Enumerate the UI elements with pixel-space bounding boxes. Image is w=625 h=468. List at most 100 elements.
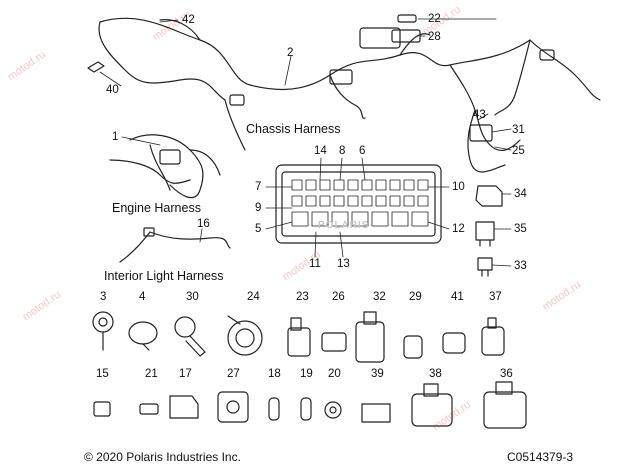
fuse-box [275,164,442,244]
fuse-grid [291,179,429,227]
item-40-part [87,61,105,73]
engine-harness-wire [189,149,221,176]
connector-block [143,227,155,237]
item-17-part [169,395,199,419]
callout-5: 5 [255,223,262,235]
item-21-part [139,403,159,415]
connector-block [159,149,181,165]
callout-40: 40 [106,84,119,96]
callout-36: 36 [500,368,513,380]
callout-8: 8 [339,145,346,157]
item-36-part [483,381,527,429]
callout-11: 11 [309,258,321,270]
connector-block [539,49,555,61]
callout-23: 23 [296,291,309,303]
fuse-box-inner [281,171,436,237]
chassis-harness-wire [449,64,521,152]
chassis-harness-wire [224,99,246,151]
chassis-harness-wire [529,39,601,101]
callout-15: 15 [96,368,109,380]
copyright-text: © 2020 Polaris Industries Inc. [84,450,241,464]
callout-22: 22 [428,13,441,25]
callout-3: 3 [100,291,107,303]
callout-1: 1 [112,131,119,143]
callout-25: 25 [512,145,525,157]
item-26-part [321,332,347,352]
callout-31: 31 [512,124,525,136]
engine-harness-wire [109,159,191,184]
callout-19: 19 [300,368,313,380]
chassis-harness-wire [467,109,506,173]
callout-6: 6 [359,145,366,157]
item-33-part [477,257,493,277]
item-19-part [300,397,312,421]
item-20-part [324,401,342,419]
chassis-harness-wire [399,33,431,56]
callout-17: 17 [179,368,192,380]
callout-38: 38 [429,368,442,380]
callout-9: 9 [255,202,262,214]
callout-37: 37 [489,291,502,303]
chassis-harness-wire [494,39,531,116]
drawing-code: C0514379-3 [507,450,574,464]
item-3-part [92,311,114,351]
callout-35: 35 [514,223,527,235]
callout-24: 24 [247,291,260,303]
interior-light-harness-wire [149,231,231,249]
callout-13: 13 [337,258,350,270]
chassis-harness-wire [99,17,531,90]
item-28-part [391,29,421,43]
fuse-box-logo: POLARIS [318,220,370,231]
connector-block [469,124,493,142]
item-23-part [287,317,311,357]
callout-18: 18 [268,368,281,380]
callout-16: 16 [197,218,210,230]
callout-4: 4 [139,291,146,303]
item-39-part [361,403,391,423]
callout-33: 33 [514,260,527,272]
item-18-part [268,397,280,421]
callout-27: 27 [227,368,240,380]
item-27-part [217,391,249,423]
chassis-harness-wire [329,74,366,119]
item-24-part [227,315,263,356]
callout-12: 12 [452,223,465,235]
connector-block [229,94,245,106]
callout-43: 43 [473,109,486,121]
callout-14: 14 [314,145,327,157]
interior-light-harness-wire [119,231,151,263]
item-38-part [411,383,453,427]
engine-harness-wire [129,134,204,199]
item-41-part [442,332,466,354]
callout-20: 20 [328,368,341,380]
callout-26: 26 [332,291,345,303]
callout-42: 42 [182,14,195,26]
chassis-harness-wire [159,19,201,41]
callout-29: 29 [409,291,422,303]
connector-block [359,27,401,49]
interior-light-harness-title: Interior Light Harness [104,269,224,283]
callout-7: 7 [255,181,262,193]
item-35-part [475,221,495,247]
item-4-part [128,321,158,351]
item-37-part [481,317,505,356]
item-22-part [397,14,417,23]
callout-39: 39 [371,368,384,380]
callout-32: 32 [373,291,386,303]
connector-block [329,69,353,85]
chassis-harness-wire [98,21,226,101]
item-15-part [93,401,111,417]
callout-21: 21 [145,368,158,380]
callout-34: 34 [514,188,527,200]
engine-harness-title: Engine Harness [112,201,201,215]
callout-10: 10 [452,181,465,193]
item-34-part [475,185,503,207]
item-32-part [355,311,385,363]
item-30-part [174,316,206,357]
callout-28: 28 [428,31,441,43]
chassis-harness-title: Chassis Harness [246,122,341,136]
item-29-part [403,335,423,359]
callout-30: 30 [186,291,199,303]
